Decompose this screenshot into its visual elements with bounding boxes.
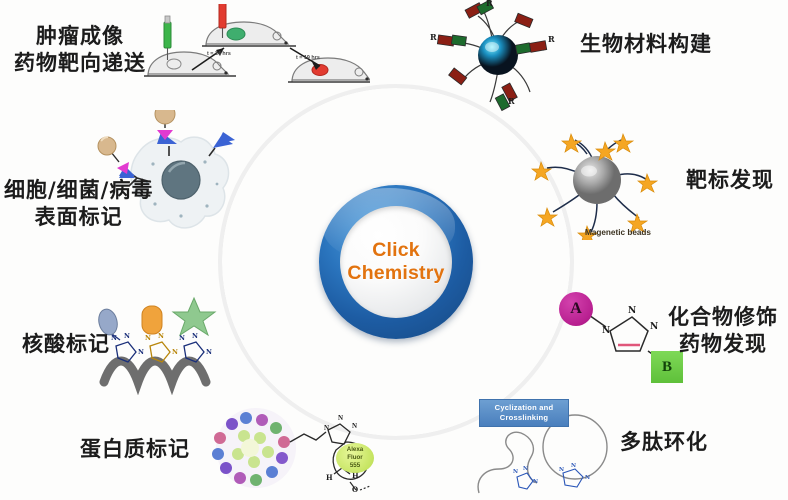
mouse-time-label-1: t = 24 hrs (207, 51, 231, 57)
svg-text:N: N (571, 463, 576, 469)
mouse-imaging-illustration (144, 4, 370, 83)
syringe-red (218, 4, 227, 38)
magnetic-beads-illustration (531, 132, 659, 240)
receptor-right (208, 132, 235, 157)
label-tumor-imaging: 肿瘤成像 药物靶向递送 (14, 23, 146, 76)
svg-text:N: N (338, 414, 343, 422)
compound-node-b-label: B (661, 358, 672, 375)
svg-text:N: N (352, 422, 357, 430)
svg-text:N: N (602, 326, 610, 336)
svg-text:N: N (111, 334, 117, 342)
svg-text:N: N (324, 424, 329, 432)
mouse-time-label-2: t = 19 hrs (296, 55, 320, 61)
svg-text:N: N (206, 348, 212, 356)
protein-labeling-illustration: NNN HHO (212, 408, 371, 494)
compound-node-b: B (651, 351, 683, 383)
svg-text:N: N (124, 332, 130, 340)
hub-title-line2: Chemistry (347, 262, 445, 284)
hub-inner-disc: Click Chemistry (340, 206, 452, 318)
svg-text:R: R (486, 0, 493, 8)
cyclization-crosslinking-label: Cyclization and Crosslinking (494, 403, 554, 422)
click-chemistry-hub: Click Chemistry (319, 185, 473, 339)
alexa-fluor-label: Alexa Fluor 555 (346, 446, 364, 469)
svg-text:N: N (172, 348, 178, 356)
svg-text:N: N (192, 332, 198, 340)
svg-text:N: N (533, 479, 538, 485)
svg-text:R: R (430, 32, 437, 42)
svg-text:N: N (650, 322, 658, 332)
hub-title-line1: Click (372, 239, 420, 261)
svg-text:N: N (138, 348, 144, 356)
label-cell-surface: 细胞/细菌/病毒 表面标记 (4, 177, 154, 230)
svg-text:H: H (326, 473, 333, 482)
cell-surface-illustration (97, 110, 235, 229)
alexa-fluor-tag: Alexa Fluor 555 (336, 443, 374, 473)
cyclization-crosslinking-badge: Cyclization and Crosslinking (479, 399, 569, 427)
label-biomaterial: 生物材料构建 (580, 31, 712, 56)
label-target-discovery: 靶标发现 (686, 167, 774, 192)
svg-text:N: N (513, 469, 518, 475)
svg-text:N: N (585, 475, 590, 481)
svg-text:N: N (158, 332, 164, 340)
biomaterial-nanoparticle-illustration: R R R R (430, 0, 555, 112)
svg-text:N: N (145, 334, 151, 342)
svg-text:N: N (559, 467, 564, 473)
label-nucleic-acid: 核酸标记 (22, 331, 110, 356)
svg-text:H: H (352, 471, 359, 480)
svg-text:N: N (179, 334, 185, 342)
receptor-left (97, 136, 152, 187)
svg-text:R: R (508, 96, 515, 106)
syringe-green (163, 15, 172, 60)
compound-node-a-label: A (570, 300, 582, 317)
magnetic-beads-caption: Magenetic beads (585, 228, 651, 237)
label-protein-labeling: 蛋白质标记 (80, 436, 190, 461)
svg-text:N: N (523, 466, 528, 472)
receptor-top (154, 110, 177, 156)
label-peptide-cyclization: 多肽环化 (620, 429, 708, 454)
compound-node-a: A (559, 292, 593, 326)
svg-text:R: R (548, 34, 555, 44)
svg-text:N: N (628, 306, 636, 316)
label-compound-drug: 化合物修饰 药物发现 (668, 304, 778, 357)
